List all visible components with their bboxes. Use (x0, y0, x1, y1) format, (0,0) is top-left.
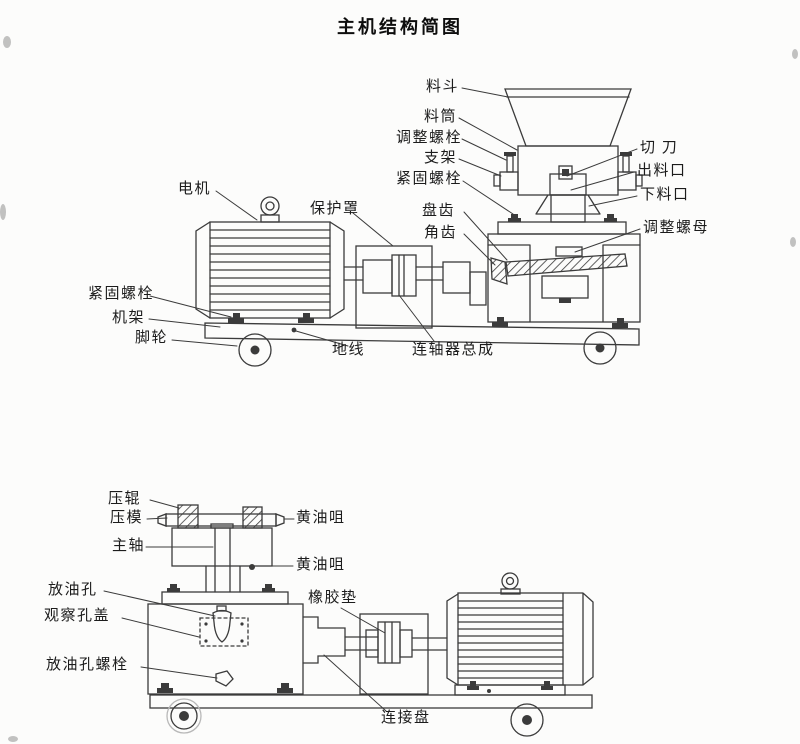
hopper-part (493, 88, 643, 223)
label-grease-bottom: 黄油咀 (296, 557, 346, 573)
side-bracket-right (617, 152, 643, 191)
label-frame: 机架 (112, 310, 146, 326)
label-ground-wire: 地线 (332, 342, 366, 358)
gearbox-foot-bolts (492, 317, 628, 328)
label-angle-gear: 角齿 (424, 225, 458, 241)
ground-wire-dot (291, 327, 297, 333)
label-die: 压模 (110, 510, 144, 526)
upper-leader-lines (148, 87, 641, 347)
leader-oil-drain-bolt (140, 666, 218, 679)
frame-lower-part (149, 694, 593, 709)
gearbox-foot-bolts-lower (157, 683, 293, 693)
label-down-outlet: 下料口 (640, 187, 690, 203)
caster-wheels (238, 331, 617, 367)
label-inspection: 观察孔盖 (44, 608, 111, 624)
leader-press-roller (149, 499, 180, 509)
label-grease-top: 黄油咀 (296, 510, 346, 526)
leader-cutter (566, 148, 638, 177)
label-disc-gear: 盘齿 (422, 203, 456, 219)
grease-nipple-right (275, 513, 285, 527)
leader-outlet (570, 171, 635, 191)
lower-leader-lines (103, 499, 387, 712)
label-oil-drain-bolt: 放油孔螺栓 (46, 657, 129, 673)
label-motor: 电机 (178, 181, 212, 197)
lifting-eye-lower (500, 572, 521, 595)
leader-inspection (121, 617, 200, 638)
leader-barrel (458, 117, 518, 151)
main-shaft-part (214, 527, 231, 593)
adjust-nut-part (555, 246, 583, 257)
upper-diagram (148, 87, 643, 367)
side-bracket-left (493, 152, 519, 191)
label-caster: 脚轮 (135, 330, 169, 346)
leader-caster (171, 339, 238, 347)
label-main-shaft: 主轴 (112, 538, 146, 554)
label-outlet: 出料口 (637, 163, 687, 179)
lower-coupling-part (359, 613, 448, 695)
leader-frame (148, 318, 221, 328)
down-outlet-part (535, 194, 601, 223)
angle-gear-part (490, 257, 508, 285)
leader-die (146, 517, 168, 520)
leader-rubber-pad (340, 607, 386, 634)
label-connecting-plate: 连接盘 (381, 710, 431, 726)
leader-adjust-nut (574, 228, 641, 253)
label-coupling: 连轴器总成 (412, 342, 495, 358)
leader-adjust-bolt (461, 138, 507, 161)
leader-oil-drain (103, 590, 216, 617)
oil-drain-bolt-part (215, 670, 234, 687)
label-cutter: 切 刀 (640, 140, 679, 156)
press-roller-right (242, 506, 263, 529)
leader-motor (215, 190, 258, 221)
cutter-part (558, 165, 573, 180)
lifting-eye (260, 196, 280, 223)
caster-wheels-lower (166, 698, 544, 737)
scan-artifacts (0, 36, 798, 742)
label-fasten-right: 紧固螺栓 (396, 171, 463, 187)
roller-die-head (157, 504, 285, 593)
label-press-roller: 压辊 (108, 491, 142, 507)
label-fasten-left: 紧固螺栓 (88, 286, 155, 302)
leader-disc-gear (463, 211, 508, 261)
inspection-cover-part (199, 617, 249, 647)
motor-lower-part (446, 572, 594, 696)
grease-nipple-bottom-part (249, 564, 255, 570)
leader-guard (352, 212, 394, 247)
connecting-plate-part (302, 616, 379, 664)
rubber-pad-part (377, 621, 401, 664)
label-barrel: 料筒 (424, 109, 458, 125)
label-hopper: 料斗 (426, 79, 460, 95)
leader-connecting-plate (323, 654, 387, 712)
motor-part (195, 196, 345, 323)
gearbox-part (487, 214, 641, 328)
leader-coupling (398, 294, 435, 342)
coupling-guard-part (343, 245, 487, 329)
lower-diagram (103, 499, 594, 737)
oil-drain-part (212, 609, 232, 643)
lower-gearbox-part (147, 584, 304, 695)
leader-bracket (458, 158, 502, 177)
page-title: 主机结构简图 (337, 17, 463, 38)
leader-angle-gear (463, 233, 496, 266)
label-adjust-nut: 调整螺母 (643, 220, 710, 236)
leader-fasten-right (462, 180, 514, 215)
label-adjust-bolt: 调整螺栓 (396, 130, 463, 146)
outlet-part (549, 173, 587, 196)
label-guard: 保护罩 (310, 201, 360, 217)
leader-hopper (461, 87, 509, 98)
label-oil-drain: 放油孔 (48, 582, 98, 598)
grease-nipple-left (157, 513, 167, 527)
leader-ground (295, 330, 349, 347)
label-rubber-pad: 橡胶垫 (308, 590, 358, 606)
disc-gear-part (505, 253, 628, 277)
leader-fasten-left (149, 295, 232, 318)
motor-foot-bolts (228, 313, 314, 323)
leader-down-outlet (588, 195, 638, 207)
label-bracket: 支架 (424, 150, 458, 166)
press-roller-left (177, 504, 199, 529)
